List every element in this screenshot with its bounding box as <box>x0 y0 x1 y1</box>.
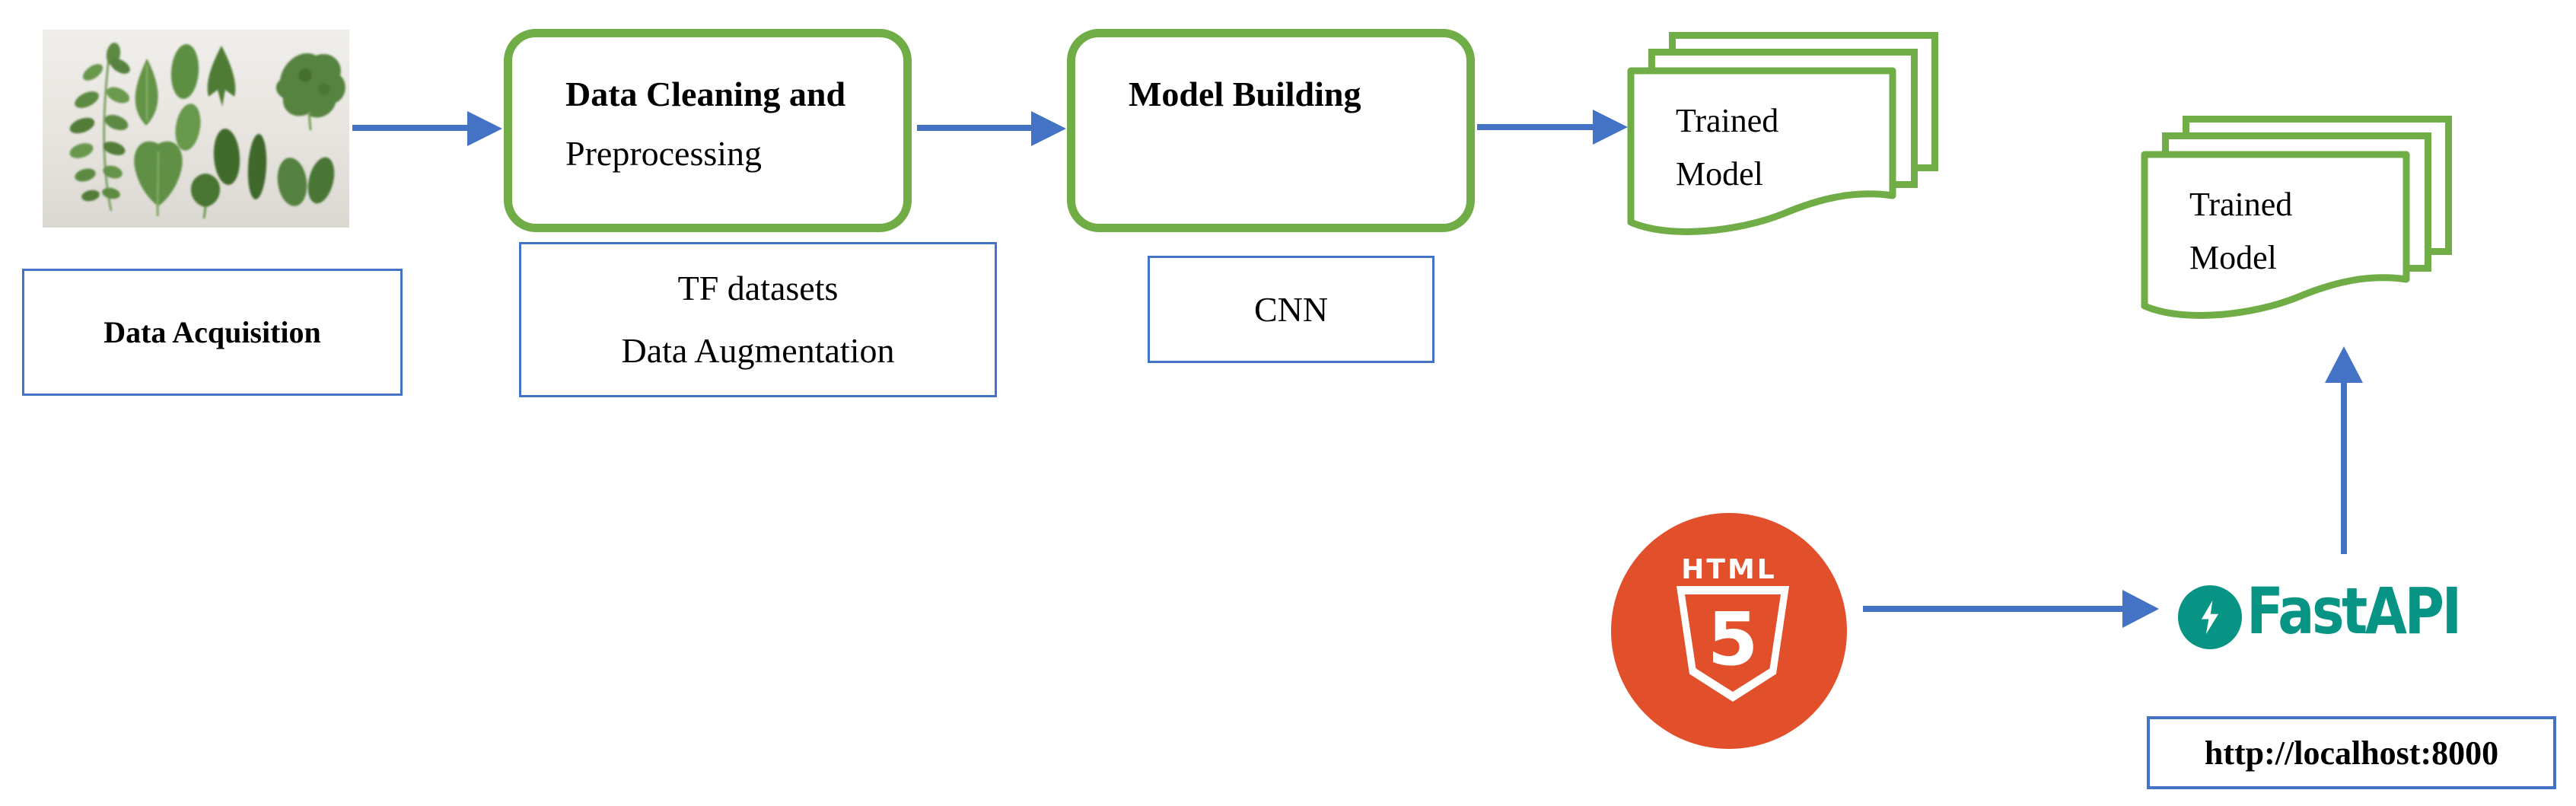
trained-model-stack-top: Trained Model <box>1627 32 1947 253</box>
localhost-url-box: http://localhost:8000 <box>2147 716 2556 789</box>
trained-model-stack-right: Trained Model <box>2141 116 2460 336</box>
arrow-right-icon <box>1593 110 1628 145</box>
arrow-right-icon <box>2122 590 2159 628</box>
leaf-dataset-photo <box>43 30 349 228</box>
data-cleaning-box: Data Cleaning and Preprocessing <box>504 29 912 232</box>
localhost-url-label: http://localhost:8000 <box>2204 734 2499 772</box>
trained-model-label: Trained Model <box>2189 178 2402 285</box>
arrow-shaft <box>2341 381 2347 554</box>
trained-model-line1: Trained <box>2189 186 2293 223</box>
fastapi-wordmark: FastAPI <box>2246 574 2462 648</box>
data-cleaning-label-line2: Preprocessing <box>565 134 763 173</box>
arrow-up-icon <box>2325 346 2363 383</box>
trained-model-line2: Model <box>2189 239 2277 276</box>
data-cleaning-label-line1: Data Cleaning and <box>565 75 846 113</box>
arrow-shaft <box>1863 606 2124 612</box>
model-building-label: Model Building <box>1129 75 1361 113</box>
shield-icon: 5 <box>1676 586 1789 702</box>
html5-wordmark: HTML <box>1681 554 1777 585</box>
html5-logo: HTML 5 <box>1611 513 1847 749</box>
arrow-shaft <box>1477 124 1594 130</box>
trained-model-line2: Model <box>1676 155 1763 193</box>
tf-datasets-box: TF datasets Data Augmentation <box>519 242 997 397</box>
trained-model-line1: Trained <box>1676 102 1779 139</box>
tf-datasets-label: TF datasets <box>677 269 839 307</box>
model-building-box: Model Building <box>1067 29 1475 232</box>
arrow-shaft <box>352 125 469 131</box>
arrow-right-icon <box>467 111 502 146</box>
page-front <box>1627 67 1896 235</box>
html5-digit: 5 <box>1707 597 1759 682</box>
arrow-right-icon <box>1031 111 1066 146</box>
data-acquisition-label: Data Acquisition <box>103 315 321 349</box>
page-front <box>2141 151 2410 319</box>
cnn-box: CNN <box>1148 256 1434 363</box>
data-augmentation-label: Data Augmentation <box>621 331 895 370</box>
trained-model-label: Trained Model <box>1676 94 1889 201</box>
lightning-bolt-icon <box>2201 600 2219 635</box>
leaves-illustration <box>69 43 345 219</box>
arrow-shaft <box>917 125 1033 131</box>
cnn-label: CNN <box>1253 290 1329 329</box>
data-acquisition-box: Data Acquisition <box>22 269 403 396</box>
fastapi-logo-icon <box>2178 585 2242 649</box>
